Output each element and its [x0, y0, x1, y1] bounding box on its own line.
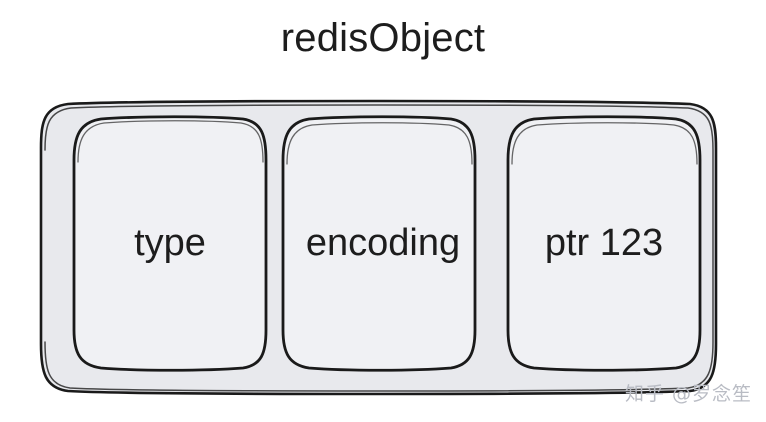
page-title: redisObject: [280, 16, 486, 60]
field-label-encoding: encoding: [305, 222, 461, 264]
watermark: 知乎 @罗念笙: [624, 383, 752, 405]
field-label-type: type: [134, 222, 206, 264]
field-box-ptr: [506, 115, 702, 372]
field-box-encoding: [281, 115, 477, 372]
field-box-type: [72, 115, 268, 372]
field-label-ptr: ptr 123: [544, 222, 664, 264]
